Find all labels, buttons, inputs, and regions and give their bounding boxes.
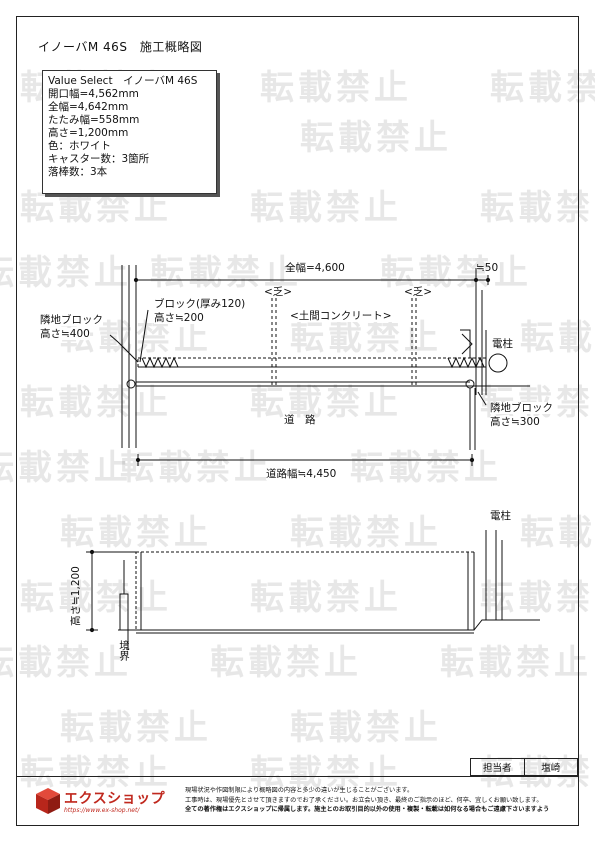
sheet-frame [16, 16, 579, 826]
total-width-dimension [133, 268, 491, 290]
left-block-height: 高さ≒400 [40, 328, 90, 340]
spec-line: たたみ幅=558mm [48, 114, 140, 126]
left-block-name: 隣地ブロック [40, 314, 103, 326]
notice: 現場状況や作図制限により概略図の内容と多少の違いが生じることがございます。 工事… [185, 786, 570, 815]
boundary-label: 境界 [118, 640, 130, 661]
stamp-label: 担当者 [482, 763, 512, 774]
right-block-height: 高さ≒300 [490, 416, 540, 428]
elevation-pole [485, 530, 503, 620]
right-neighbor-wall [469, 388, 476, 450]
elevation-ground [118, 619, 540, 634]
spec-line: 高さ=1,200mm [48, 127, 129, 139]
spec-line: Value Select イノーバM 46S [48, 75, 198, 87]
notice-line: 工事時は、現場優先とさせて頂きますのでお了承ください。お立会い頂き、最終のご指示… [185, 796, 543, 804]
left-neighbor-wall [121, 265, 137, 448]
gate-fold-left [141, 356, 179, 369]
notice-line: 現場状況や作図制限により概略図の内容と多少の違いが生じることがございます。 [185, 787, 414, 794]
spec-line: 色：ホワイト [48, 140, 111, 152]
zigzag-right-label: <乏> [404, 286, 433, 298]
box-logo-icon [36, 788, 60, 814]
road-width-dimension [135, 454, 475, 466]
block-label: ブロック(厚み120) [154, 298, 246, 310]
drawing-title: イノーバM 46S 施工概略図 [38, 40, 203, 54]
leader-lines [109, 309, 487, 406]
spec-line: 全幅=4,642mm [48, 101, 129, 113]
gate-rail [137, 357, 487, 368]
block-height-label: 高さ≒200 [154, 312, 204, 324]
logo-name: エクスショップ [64, 791, 166, 807]
road-edge [126, 379, 530, 389]
logo-url: https://www.ex-shop.net/ [64, 807, 140, 814]
total-width-label: 全幅=4,600 [285, 262, 345, 274]
spec-line: 開口幅=4,562mm [48, 88, 139, 100]
pole-post-lines [460, 290, 508, 395]
road-width-label: 道路幅≒4,450 [266, 468, 337, 480]
logo: エクスショップ https://www.ex-shop.net/ [34, 786, 174, 820]
pole-label: 電柱 [492, 338, 513, 350]
elevation-height-dimension [86, 549, 136, 633]
elevation-left-post [119, 560, 129, 636]
road-label: 道 路 [284, 414, 316, 426]
notice-line: 全ての著作権はエクスショップに帰属します。施主とのお取引目的以外の使用・複製・転… [185, 806, 550, 813]
spec-line: キャスター数：3箇所 [48, 153, 150, 165]
right-block-name: 隣地ブロック [490, 402, 553, 414]
offset-label: ≒50 [476, 262, 499, 274]
zigzag-left-label: <乏> [264, 286, 293, 298]
elevation-height-label: 高さ≒1,200 [70, 566, 82, 626]
stamp-box: 担当者 塩崎 [470, 758, 578, 776]
concrete-label: <土間コンクリート> [290, 310, 392, 322]
gate-fold-right [447, 356, 485, 369]
zigzag-markers [271, 292, 417, 385]
spec-box: Value Select イノーバM 46S 開口幅=4,562mm 全幅=4,… [42, 70, 217, 194]
elevation-pole-label: 電柱 [490, 510, 511, 522]
elevation-gate [135, 551, 475, 631]
stamp-name: 塩崎 [523, 759, 578, 775]
footer-divider [16, 776, 579, 777]
spec-line: 落棒数：3本 [48, 166, 108, 178]
